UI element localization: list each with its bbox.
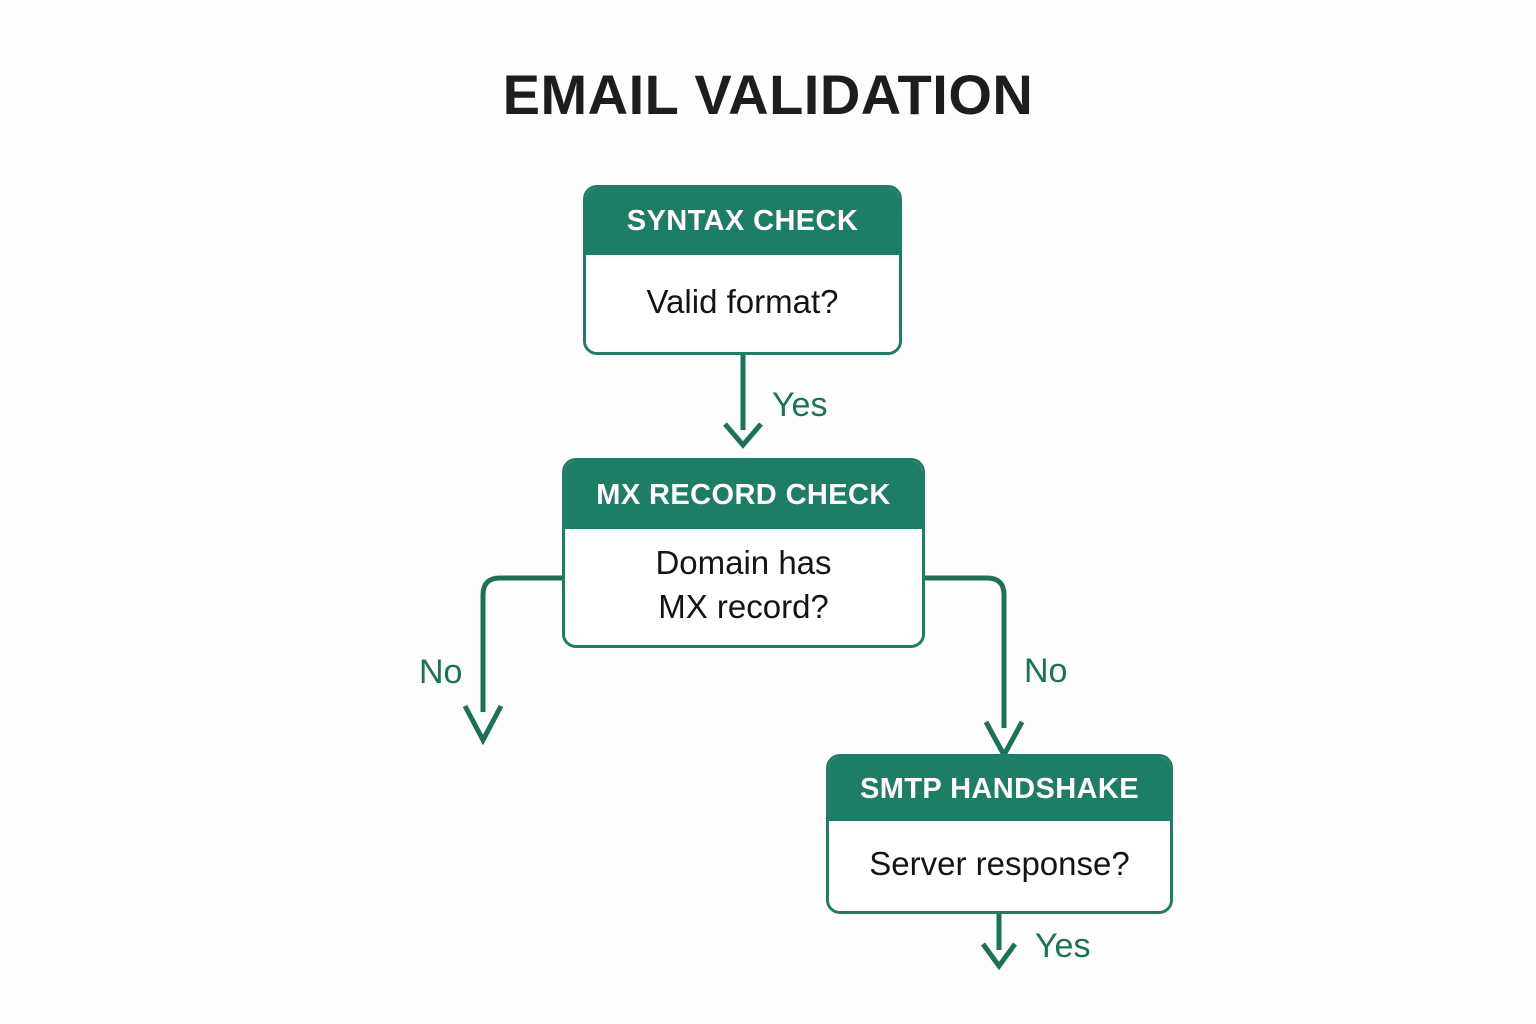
edge-label-no-right: No xyxy=(1024,652,1068,690)
edge-label-yes-syntax-to-mx: Yes xyxy=(772,386,828,424)
node-mx-record-check-header: MX RECORD CHECK xyxy=(565,461,922,529)
edge-label-no-left: No xyxy=(419,653,463,691)
node-syntax-check[interactable]: SYNTAX CHECK Valid format? xyxy=(583,185,902,355)
node-mx-record-check-body-line1: Domain has xyxy=(655,544,832,582)
node-smtp-handshake-header: SMTP HANDSHAKE xyxy=(829,757,1170,821)
arrowhead-smtp-yes xyxy=(980,942,1018,971)
node-syntax-check-body: Valid format? xyxy=(586,255,899,352)
node-mx-record-check-body-line2: MX record? xyxy=(658,588,829,625)
arrowhead-no-left xyxy=(462,704,504,746)
arrowhead-no-right xyxy=(983,720,1025,761)
arrowhead-syntax-to-mx xyxy=(723,422,763,449)
node-syntax-check-header: SYNTAX CHECK xyxy=(586,188,899,255)
edge-mx-no-right xyxy=(925,575,1007,728)
node-smtp-handshake[interactable]: SMTP HANDSHAKE Server response? xyxy=(826,754,1173,914)
node-mx-record-check[interactable]: MX RECORD CHECK Domain has MX record? xyxy=(562,458,925,648)
page-title: EMAIL VALIDATION xyxy=(502,63,1034,126)
edge-mx-no-left xyxy=(480,575,562,712)
edge-label-yes-smtp: Yes xyxy=(1035,927,1091,965)
node-mx-record-check-body: Domain has MX record? xyxy=(565,529,922,645)
node-smtp-handshake-body: Server response? xyxy=(829,821,1170,911)
